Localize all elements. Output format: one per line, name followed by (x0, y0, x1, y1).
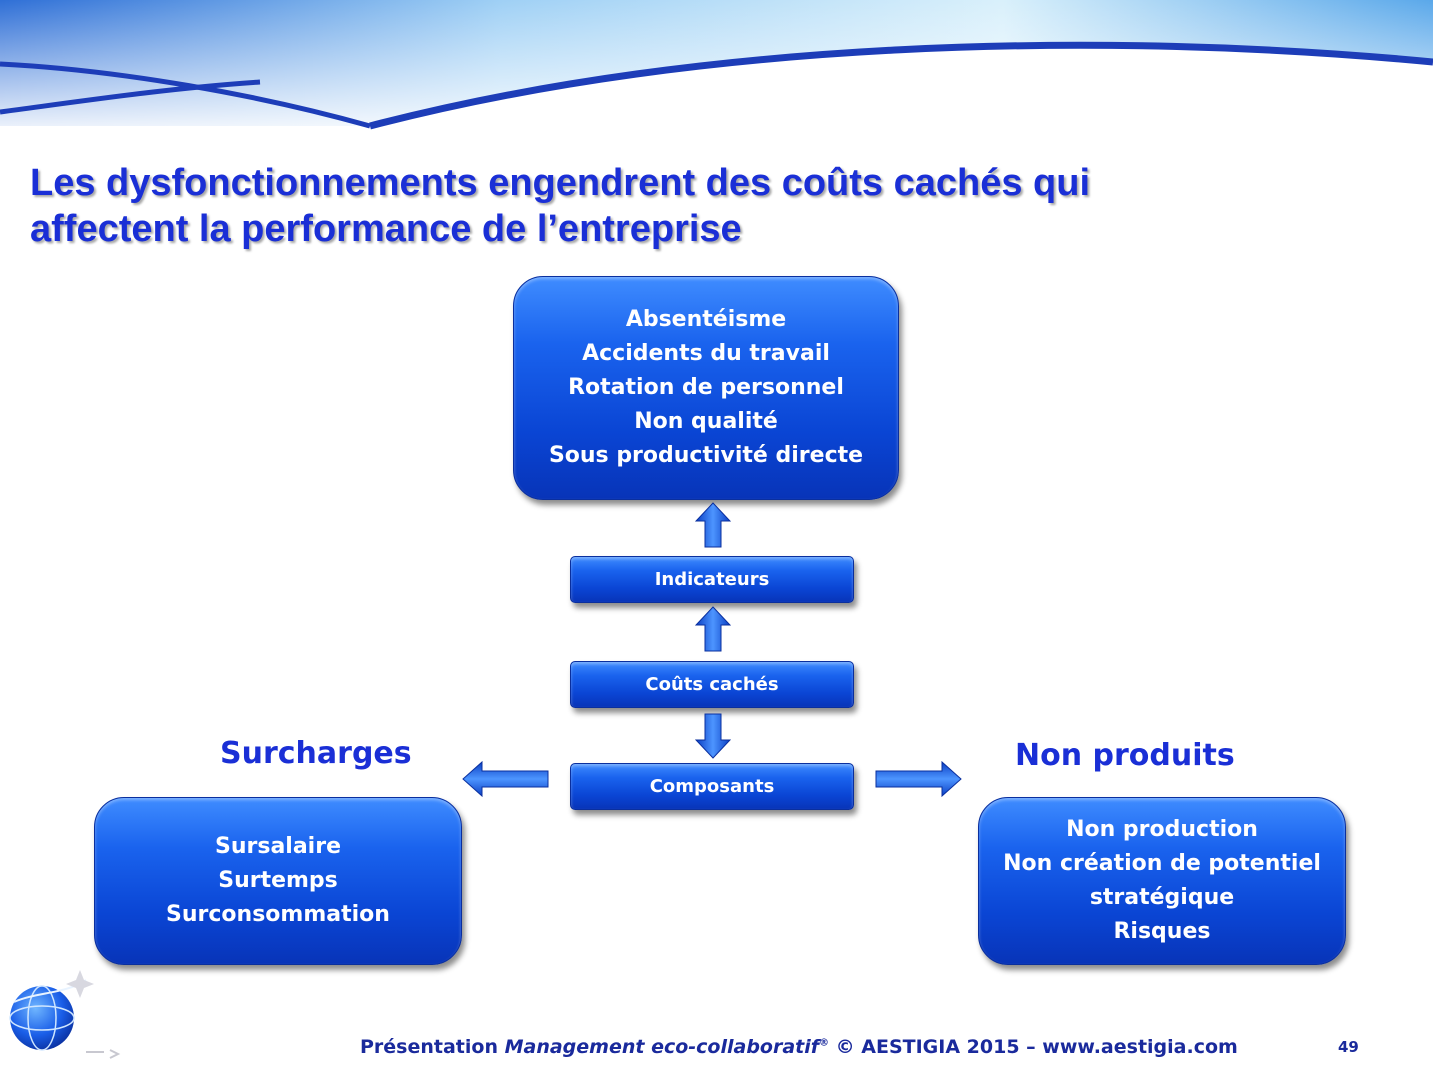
non-produit-item: Risques (1113, 915, 1210, 949)
footer-italic: Management eco-collaboratif (505, 1036, 819, 1058)
surcharge-item: Sursalaire (215, 830, 341, 864)
surcharges-box: Sursalaire Surtemps Surconsommation (94, 797, 462, 965)
indicateurs-label: Indicateurs (655, 569, 770, 590)
surcharge-item: Surtemps (218, 864, 338, 898)
indicator-item: Absentéisme (626, 303, 786, 337)
arrow-down-icon (695, 713, 731, 759)
page-number: 49 (1338, 1038, 1359, 1056)
couts-caches-label: Coûts cachés (645, 674, 778, 695)
non-produit-item: Non création de potentiel (1003, 847, 1321, 881)
arrow-right-icon (875, 761, 963, 797)
footer-prefix: Présentation (360, 1036, 505, 1058)
title-line-2: affectent la performance de l’entreprise (30, 206, 1410, 252)
footer-suffix: © AESTIGIA 2015 – www.aestigia.com (829, 1036, 1238, 1058)
couts-caches-box: Coûts cachés (570, 661, 854, 708)
arrow-left-icon (462, 761, 550, 797)
footer: Présentation Management eco-collaboratif… (360, 1036, 1238, 1058)
header-banner (0, 0, 1433, 130)
indicator-item: Non qualité (634, 405, 778, 439)
non-produit-item: stratégique (1090, 881, 1234, 915)
surcharge-item: Surconsommation (166, 898, 390, 932)
arrow-up-icon (695, 606, 731, 652)
composants-box: Composants (570, 763, 854, 810)
indicator-item: Accidents du travail (582, 337, 830, 371)
indicateurs-box: Indicateurs (570, 556, 854, 603)
composants-label: Composants (650, 776, 775, 797)
title-line-1: Les dysfonctionnements engendrent des co… (30, 160, 1410, 206)
non-produits-label: Non produits (1015, 738, 1235, 773)
indicator-item: Rotation de personnel (568, 371, 844, 405)
non-produit-item: Non production (1066, 813, 1258, 847)
arrow-up-icon (695, 502, 731, 548)
footer-reg: ® (819, 1038, 829, 1049)
indicators-box: Absentéisme Accidents du travail Rotatio… (513, 276, 899, 500)
globe-logo-icon (6, 966, 131, 1066)
surcharges-label: Surcharges (220, 736, 412, 771)
page-title: Les dysfonctionnements engendrent des co… (30, 160, 1410, 252)
non-produits-box: Non production Non création de potentiel… (978, 797, 1346, 965)
indicator-item: Sous productivité directe (549, 439, 863, 473)
